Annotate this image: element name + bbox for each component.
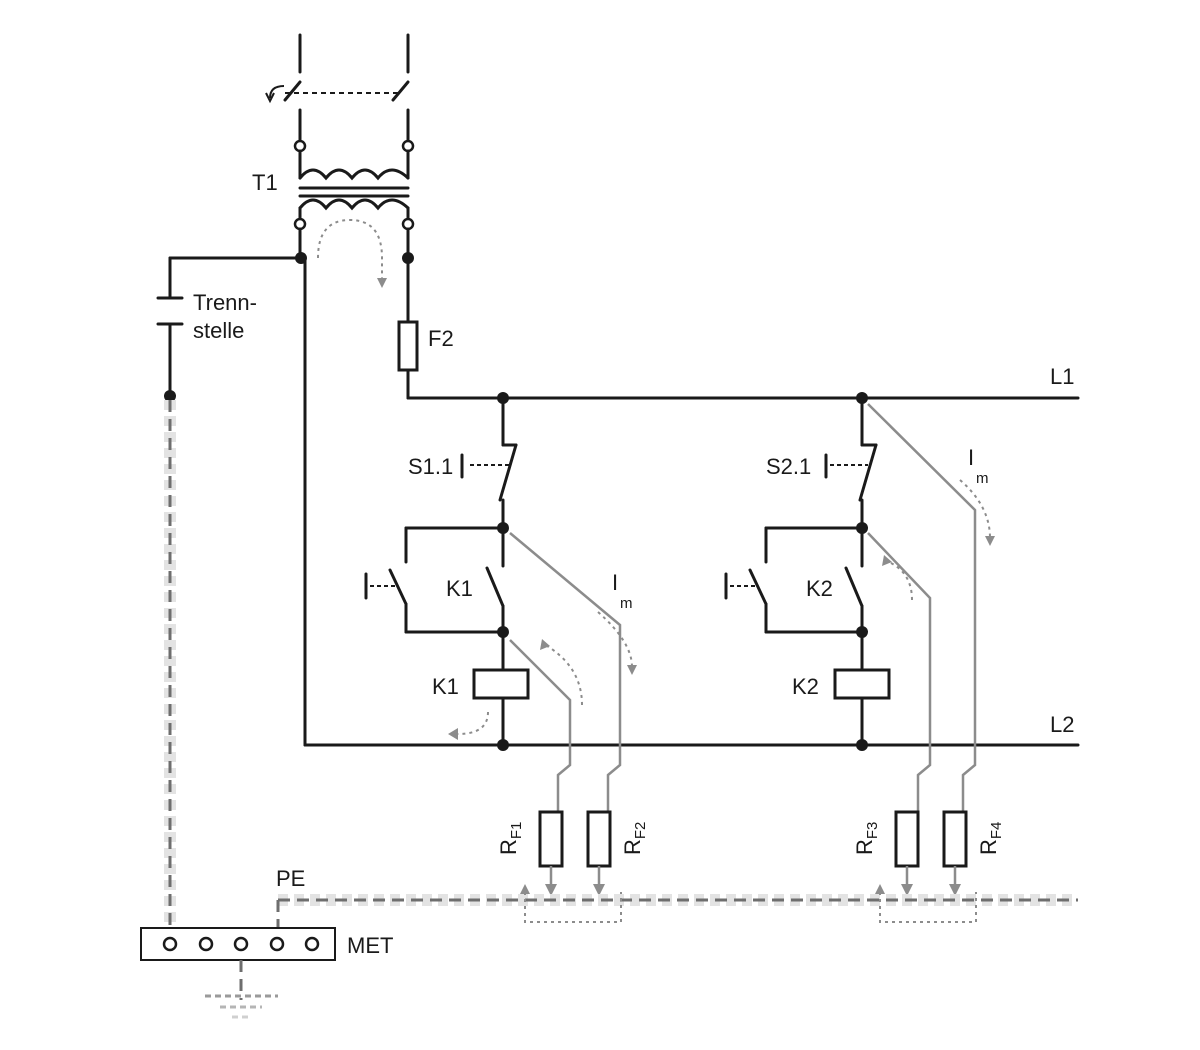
svg-text:RF3: RF3 — [852, 822, 881, 855]
fault-resistors — [538, 810, 968, 896]
transformer-label: T1 — [252, 170, 278, 195]
fault-current-label-1: I — [612, 570, 618, 595]
svg-text:RF1: RF1 — [496, 822, 525, 855]
isolation-point-label-1: Trenn- — [193, 290, 257, 315]
main-earthing-terminal: MET — [140, 927, 393, 1019]
arrow-up-icon — [875, 884, 885, 894]
arrow-up-icon — [520, 884, 530, 894]
rf1-label: RF1 — [496, 822, 525, 855]
fault-current-arrow-1 — [597, 611, 633, 668]
fault-paths — [509, 403, 977, 812]
protective-earth: PE — [164, 400, 1078, 930]
rf3-label: RF3 — [852, 822, 881, 855]
arrow-down-icon — [985, 536, 995, 546]
met-label: MET — [347, 933, 393, 958]
contactor-k1-contact-label: K1 — [446, 576, 473, 601]
fault-current-arrow-3 — [959, 479, 991, 539]
fuse-label: F2 — [428, 326, 454, 351]
arrow-up-icon — [882, 555, 892, 566]
branch-2: S2.1 K2 K2 — [724, 392, 891, 751]
bus-l2-label: L2 — [1050, 712, 1074, 737]
branch-1: S1.1 K1 K1 — [364, 392, 530, 751]
transformer-t1: T1 — [252, 139, 415, 260]
fault-current-arrow-2 — [541, 642, 583, 706]
arrow-down-icon — [627, 665, 637, 675]
contactor-k2-contact-label: K2 — [806, 576, 833, 601]
rf4-label: RF4 — [976, 822, 1005, 855]
switch-s1-label: S1.1 — [408, 454, 453, 479]
fault-current-label-2-sub: m — [976, 470, 989, 487]
pe-label: PE — [276, 866, 305, 891]
switch-s2-label: S2.1 — [766, 454, 811, 479]
bus-l1-label: L1 — [1050, 364, 1074, 389]
rf2-label: RF2 — [620, 822, 649, 855]
fault-current-label-1-sub: m — [620, 595, 633, 612]
contactor-k1-coil-label: K1 — [432, 674, 459, 699]
main-switch — [265, 33, 410, 142]
arrow-down-icon — [377, 278, 387, 288]
fuse-f2: F2 — [397, 252, 454, 400]
contactor-k2-coil-label: K2 — [792, 674, 819, 699]
coil-current-arrow — [457, 711, 489, 735]
isolation-point: Trenn- stelle — [156, 256, 302, 402]
arrow-up-icon — [540, 639, 550, 650]
svg-text:RF2: RF2 — [620, 822, 649, 855]
svg-text:RF4: RF4 — [976, 822, 1005, 855]
pe-return-arrow-1 — [524, 892, 622, 923]
fault-current-label-2: I — [968, 445, 974, 470]
secondary-current-arrow — [317, 218, 383, 280]
isolation-point-label-2: stelle — [193, 318, 244, 343]
arrow-left-icon — [448, 728, 458, 740]
pe-return-arrow-2 — [879, 892, 977, 923]
